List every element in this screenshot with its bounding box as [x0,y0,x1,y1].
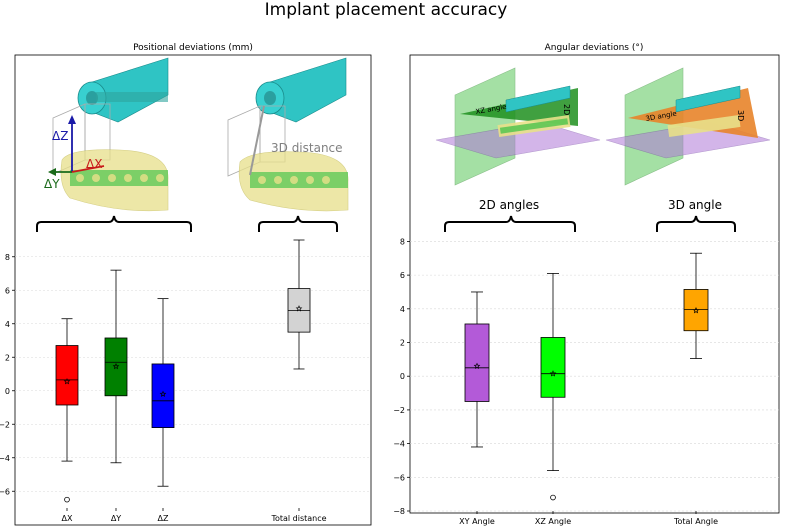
group-brace-deltas [36,215,192,232]
positional-plot: −6 −4 −2 0 2 4 6 8ΔX ΔY ΔZ Total distance [0,239,371,523]
mean-marker-z [159,390,167,397]
y-tick-label: 0 [400,372,405,381]
y-tick-label: 4 [400,305,405,314]
left-panel: Positional deviations (mm) [0,43,372,526]
planned-implant-1 [60,149,169,212]
box-y [104,337,128,397]
cylinder-4 [675,85,741,113]
outlier-xz-angle [550,494,556,501]
figure-title: Implant placement accuracy [265,0,508,20]
mean-marker-x [63,378,71,385]
implant-cylinder-2 [255,57,347,123]
distance-3d-label: 3D distance [271,141,343,155]
y-tick-label: 8 [400,237,405,246]
y-tick-label: −2 [393,406,405,415]
y-tick-label: 6 [5,286,10,295]
y-tick-label: 4 [5,320,10,329]
y-tick-label: 0 [5,387,10,396]
y-tick-label: −4 [393,440,405,449]
group-brace-3d [656,215,736,232]
mean-marker-xy-angle [473,362,481,369]
y-tick-label: −4 [0,454,10,463]
y-tick-label: 6 [400,271,405,280]
delta-y-label: ΔY [44,177,60,191]
box-total-angle [683,289,709,332]
2d-label: 2D [562,104,571,115]
positional-illustration: ΔZ ΔX ΔY 3D dista [44,57,349,212]
planned-implant-2 [238,151,349,212]
box-xz-angle [540,337,566,398]
box-z [151,363,175,429]
implant-cylinder-1 [77,57,169,123]
3d-label: 3D [736,110,745,121]
x-tick-label-x: ΔX [62,514,73,523]
outlier-x [64,496,70,503]
y-tick-label: −6 [393,473,405,482]
x-tick-label-z: ΔZ [158,514,169,523]
box-x [55,345,79,406]
right-panel: Angular deviations (°) XZ angle 2D 3D an… [393,43,780,526]
group-label-3d-angle: 3D angle [668,198,722,212]
right-panel-frame [409,54,780,514]
mean-marker-total-distance [295,305,303,312]
delta-z-label: ΔZ [52,129,68,143]
y-tick-label: −2 [0,420,10,429]
y-tick-label: 2 [400,339,405,348]
mean-marker-y [112,362,120,370]
group-brace-2d [444,215,576,232]
x-tick-label-total-angle: Total Angle [673,517,718,526]
y-tick-label: −8 [393,507,405,516]
right-panel-title: Angular deviations (°) [545,43,644,53]
cylinder-3 [505,85,571,113]
y-tick-label: 8 [5,253,10,262]
mean-marker-xz-angle [549,370,557,377]
angular-plot: −8 −6 −4 −2 0 2 4 6 8 XY Angle XZ Angle Total Angle [393,237,779,526]
y-tick-label: 2 [5,353,10,362]
group-label-2d-angles: 2D angles [479,198,539,212]
group-brace-total [258,215,338,232]
x-tick-label-total-distance: Total distance [270,514,326,523]
angular-illustration: XZ angle 2D 3D angle 3D [435,67,771,186]
x-tick-label-xy-angle: XY Angle [459,517,495,526]
x-tick-label-y: ΔY [111,514,121,523]
mean-marker-total-angle [692,306,700,314]
delta-x-label: ΔX [86,157,102,171]
y-tick-label: −6 [0,487,10,496]
left-panel-title: Positional deviations (mm) [133,43,253,53]
x-tick-label-xz-angle: XZ Angle [535,517,571,526]
